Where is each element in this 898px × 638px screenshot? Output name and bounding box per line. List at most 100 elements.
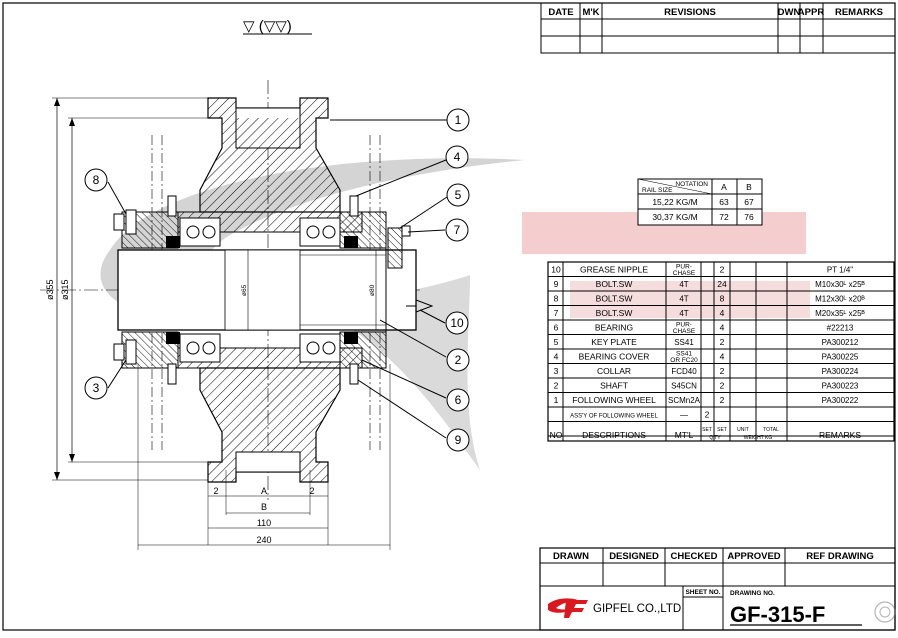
dim-110: 110	[257, 518, 271, 528]
bom-cell-remarks: M10x30ᴸ x25ᴮ	[815, 280, 865, 289]
notation-b-1: 67	[744, 197, 754, 207]
revisions-table: DATE M'K REVISIONS DWN APPR REMARKS	[540, 2, 896, 54]
bom-cell-material: FCD40	[671, 367, 697, 376]
bom-cell-material: S45CN	[671, 381, 697, 390]
rail-notation-table: NOTATION RAIL SIZE A B 15,22 KG/M 63 67 …	[637, 178, 763, 226]
bom-cell-no: 4	[554, 351, 559, 361]
bom-cell-remarks: M12x30ᴸ x20ᴮ	[815, 294, 865, 303]
notation-rail-2: 30,37 KG/M	[652, 212, 697, 222]
bom-cell-qty: 2	[720, 337, 725, 347]
dim-240: 240	[256, 535, 271, 545]
svg-text:4: 4	[454, 150, 461, 164]
bom-cell-remarks: PT 1/4"	[827, 265, 853, 274]
bearing-left-lower	[179, 333, 221, 363]
balloon-4: 4	[445, 145, 469, 169]
rev-header-mark: M'K	[582, 7, 599, 18]
bom-cell-no: 8	[554, 293, 559, 303]
bom-footer-desc: DESCRIPTIONS	[582, 430, 646, 440]
dim-2-right: 2	[309, 486, 314, 496]
bom-cell-description: KEY PLATE	[591, 337, 637, 347]
bolts-left	[113, 195, 177, 385]
balloon-1: 1	[446, 108, 470, 132]
svg-text:5: 5	[455, 188, 462, 202]
notation-rail-1: 15,22 KG/M	[652, 197, 697, 207]
bearing-right-upper	[299, 217, 341, 247]
bom-cell-description: GREASE NIPPLE	[580, 264, 648, 274]
part-balloons	[107, 119, 448, 439]
dim-a: A	[261, 486, 267, 496]
dimensions: ø355 ø315 ø65 ø80 2 A 2 B 110 240	[45, 97, 391, 550]
bom-cell-no: 3	[554, 366, 559, 376]
bom-footer-remarks: REMARKS	[819, 430, 861, 440]
balloon-3: 3	[84, 376, 108, 400]
bom-cell-no: 10	[551, 264, 561, 274]
company-logo: GIPFEL CO.,LTD	[548, 598, 681, 618]
rev-header-date: DATE	[548, 7, 573, 18]
notation-b-2: 76	[744, 212, 754, 222]
notation-a-2: 72	[719, 212, 729, 222]
bolts-right	[349, 195, 411, 385]
balloon-10: 10	[445, 311, 469, 335]
balloon-9: 9	[446, 428, 470, 452]
bom-cell-qty: 2	[720, 264, 725, 274]
bom-cell-material: SCMn2A	[668, 396, 701, 405]
notation-col-a: A	[721, 182, 727, 192]
sheet-no-label: SHEET NO.	[685, 589, 720, 596]
bom-cell-description: SHAFT	[600, 380, 628, 390]
bom-cell-remarks: M20x35ᴸ x25ᴮ	[815, 309, 865, 318]
bom-cell-remarks: PA300225	[822, 352, 859, 361]
bom-cell-description: BOLT.SW	[596, 308, 633, 318]
bom-cell-material: PUR-	[676, 322, 692, 329]
bom-cell-material: SS41	[676, 351, 692, 358]
svg-text:1: 1	[455, 113, 462, 127]
title-header-checked: CHECKED	[671, 551, 718, 562]
bom-cell-qty: 2	[720, 366, 725, 376]
bom-cell-description: BEARING COVER	[579, 351, 650, 361]
balloon-8: 8	[84, 168, 108, 192]
rev-header-revisions: REVISIONS	[664, 7, 716, 18]
bom-cell-remarks: PA300224	[822, 367, 859, 376]
bom-footer-set2: SET	[717, 427, 727, 433]
company-name: GIPFEL CO.,LTD	[593, 603, 681, 615]
bom-cell-qty-set: 2	[705, 409, 710, 419]
svg-text:9: 9	[455, 433, 462, 447]
svg-text:8: 8	[93, 173, 100, 187]
bom-cell-no: 7	[554, 308, 559, 318]
title-header-designed: DESIGNED	[609, 551, 659, 562]
bom-cell-no: 5	[554, 337, 559, 347]
svg-text:2: 2	[455, 353, 462, 367]
balloon-5: 5	[446, 183, 470, 207]
svg-text:7: 7	[454, 223, 461, 237]
dim-2-left: 2	[213, 486, 218, 496]
bom-cell-description: BOLT.SW	[596, 279, 633, 289]
title-header-approved: APPROVED	[727, 551, 780, 562]
bom-cell-material: PUR-	[676, 264, 692, 271]
bearing-right-lower	[299, 333, 341, 363]
bom-cell-material: 4T	[679, 294, 688, 303]
bom-cell-remarks: #22213	[827, 323, 854, 332]
balloon-7: 7	[445, 218, 469, 242]
bom-cell-material-line2: OR FC20	[670, 357, 698, 364]
bom-cell-qty: 2	[720, 380, 725, 390]
bom-cell-description: COLLAR	[597, 366, 631, 376]
dim-d315: ø315	[60, 279, 70, 300]
dim-d355: ø355	[45, 279, 55, 300]
rev-header-dwn: DWN	[778, 7, 801, 18]
bom-cell-material: 4T	[679, 280, 688, 289]
bom-cell-remarks: PA300222	[822, 396, 859, 405]
balloon-6: 6	[446, 388, 470, 412]
dim-b: B	[261, 502, 267, 512]
bom-footer-no: NO	[550, 430, 563, 440]
bom-cell-remarks: PA300223	[822, 381, 859, 390]
bom-footer-total: TOTAL	[763, 427, 779, 433]
bom-cell-no: 9	[554, 279, 559, 289]
drawing-number: GF-315-F	[730, 602, 825, 627]
bom-cell-material-line2: CHASE	[673, 270, 696, 277]
bom-cell-no: 1	[554, 395, 559, 405]
surface-finish-symbol: ▽ (▽▽)	[243, 18, 292, 35]
notation-corner-bottom: RAIL SIZE	[642, 187, 673, 194]
title-header-ref-drawing: REF DRAWING	[806, 551, 874, 562]
